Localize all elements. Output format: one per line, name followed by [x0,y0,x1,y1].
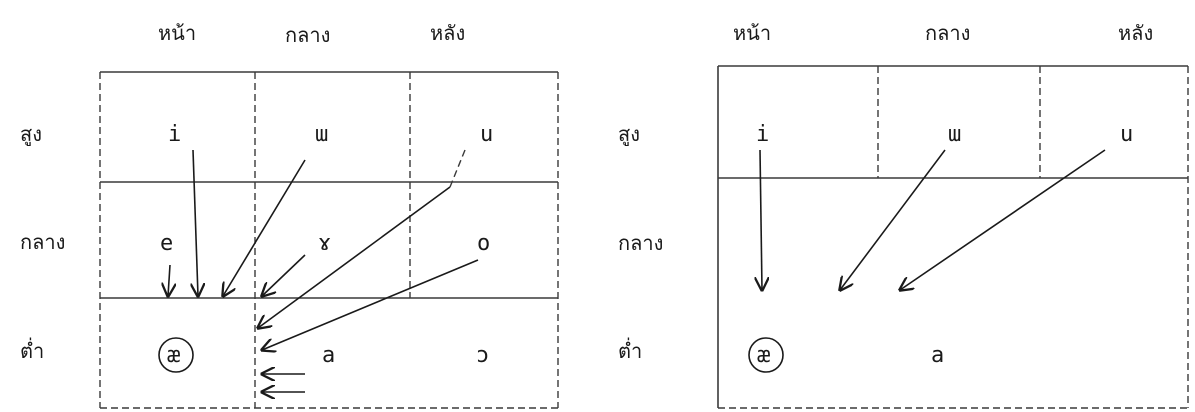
right-vowel-u: u [1120,122,1133,147]
left-grid [99,71,559,409]
right-row-header-mid: กลาง [618,231,663,255]
right-row-header-low: ต่ำ [618,337,642,363]
left-vowel-ae: æ [167,343,180,368]
left-shift-arrows [168,149,479,392]
right-row-header-high: สูง [618,122,640,147]
right-ae-circle [748,337,784,373]
right-vowel-chart: หน้า กลาง หลัง สูง กลาง ต่ำ i ɯ u æ a [618,21,1189,409]
right-col-header-front: หน้า [733,21,771,45]
left-ae-circle [158,337,194,373]
left-vowel-chart: หน้า กลาง หลัง สูง กลาง ต่ำ i ɯ u e ɤ o … [20,21,559,409]
right-vowel-ae: æ [757,343,770,368]
left-vowel-o: o [477,231,490,256]
left-vowel-a: a [322,343,335,368]
right-col-header-central: กลาง [925,21,970,45]
left-col-header-back: หลัง [430,21,465,45]
left-col-header-front: หน้า [158,21,196,45]
left-vowel-mid-central: ɤ [318,231,331,256]
right-shift-arrows [760,149,1106,290]
left-vowel-i: i [168,122,181,147]
left-row-header-mid: กลาง [20,230,65,254]
left-col-header-central: กลาง [285,23,330,47]
right-col-header-back: หลัง [1118,21,1153,45]
left-vowel-high-central: ɯ [315,122,328,147]
right-vowel-high-central: ɯ [948,122,961,147]
right-vowel-a: a [931,343,944,368]
left-row-header-high: สูง [20,122,42,147]
right-vowel-i: i [756,122,769,147]
left-vowel-e: e [160,231,173,256]
left-vowel-open-o: ɔ [476,343,489,368]
right-grid [717,65,1189,409]
left-row-header-low: ต่ำ [20,337,44,363]
left-vowel-u: u [480,122,493,147]
